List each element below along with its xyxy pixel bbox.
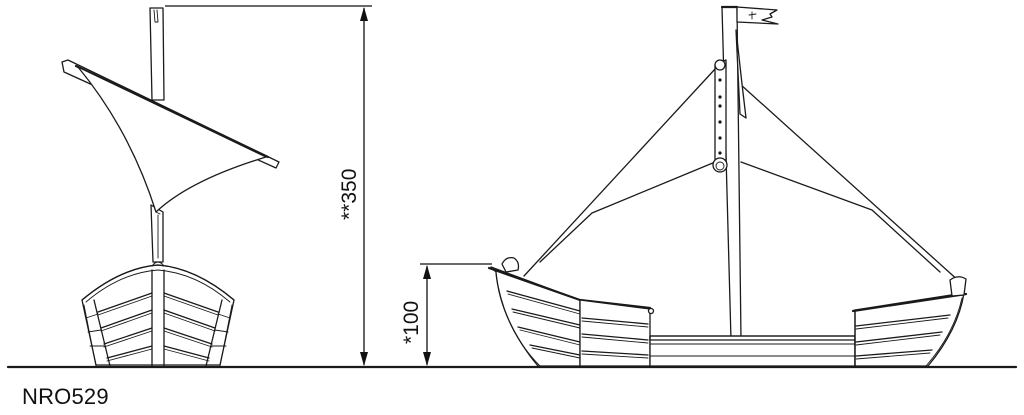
side-mast [712,5,779,341]
dimension-350: **350 [165,5,372,366]
flag-icon [736,6,779,25]
front-sail [77,66,267,213]
side-hull [487,256,968,367]
rigging [523,67,961,283]
dimension-350-label: **350 [338,169,361,220]
side-view [487,5,968,367]
front-hull [81,261,235,367]
dimension-100: *100 [400,263,492,366]
dimension-100-label: *100 [400,301,423,344]
product-code: NRO529 [22,384,109,409]
front-mast [149,7,165,263]
front-view [61,7,280,367]
